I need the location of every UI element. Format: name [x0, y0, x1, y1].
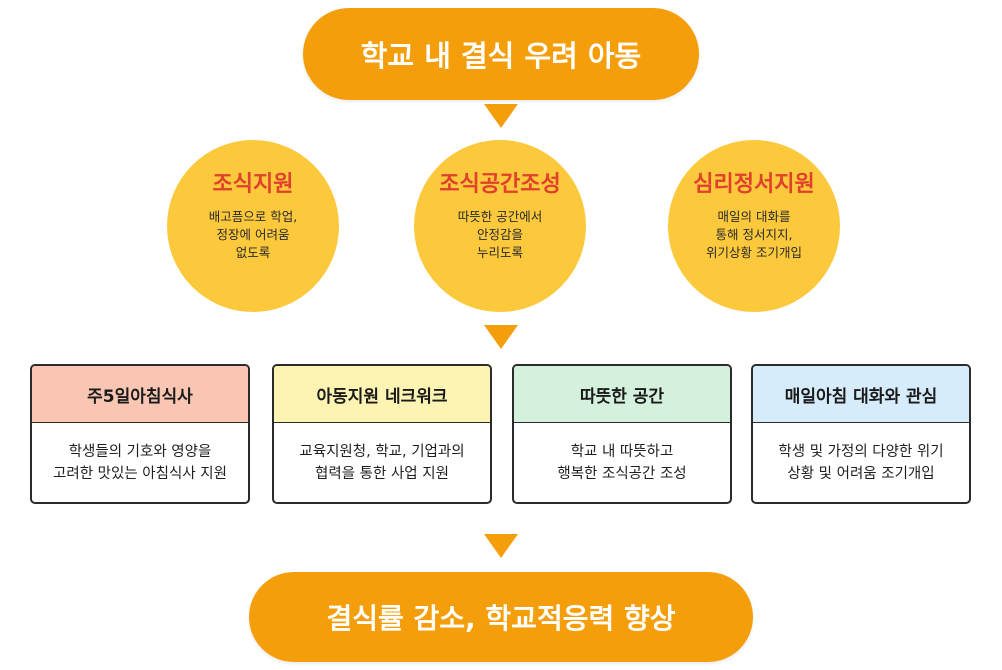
support-desc-line: 통해 정서지지,: [715, 227, 793, 242]
program-body: 학교 내 따뜻하고 행복한 조식공간 조성: [514, 423, 730, 502]
target-group-banner: 학교 내 결식 우려 아동: [303, 8, 699, 100]
down-arrow-icon: [484, 534, 518, 558]
program-body: 교육지원청, 학교, 기업과의 협력을 통한 사업 지원: [274, 423, 490, 502]
program-body: 학생 및 가정의 다양한 위기 상황 및 어려움 조기개입: [753, 423, 969, 502]
support-circle-breakfast: 조식지원 배고픔으로 학업, 정장에 어려움 없도록: [167, 140, 339, 312]
support-title: 심리정서지원: [693, 172, 815, 197]
outcome-label: 결식률 감소, 학교적응력 향상: [326, 602, 676, 635]
program-desc-line: 행복한 조식공간 조성: [557, 466, 687, 482]
support-title: 조식지원: [212, 172, 294, 197]
support-title: 조식공간조성: [439, 172, 561, 197]
program-title: 주5일아침식사: [32, 366, 248, 423]
support-circle-space: 조식공간조성 따뜻한 공간에서 안정감을 누리도록: [414, 140, 586, 312]
outcome-banner: 결식률 감소, 학교적응력 향상: [249, 572, 753, 662]
program-card-network: 아동지원 네크워크 교육지원청, 학교, 기업과의 협력을 통한 사업 지원: [272, 364, 492, 504]
program-card-warm-space: 따뜻한 공간 학교 내 따뜻하고 행복한 조식공간 조성: [512, 364, 732, 504]
program-card-breakfast: 주5일아침식사 학생들의 기호와 영양을 고려한 맛있는 아침식사 지원: [30, 364, 250, 504]
down-arrow-icon: [484, 104, 518, 128]
program-desc-line: 학생 및 가정의 다양한 위기: [778, 444, 944, 460]
support-desc-line: 배고픔으로 학업,: [208, 209, 298, 224]
program-card-daily-talk: 매일아침 대화와 관심 학생 및 가정의 다양한 위기 상황 및 어려움 조기개…: [751, 364, 971, 504]
support-desc-line: 없도록: [235, 245, 271, 260]
support-desc-line: 안정감을: [476, 227, 523, 242]
program-desc-line: 학생들의 기호와 영양을: [68, 444, 212, 460]
support-desc-line: 따뜻한 공간에서: [457, 209, 543, 224]
program-desc-line: 고려한 맛있는 아침식사 지원: [53, 466, 227, 482]
support-desc-line: 위기상황 조기개입: [706, 245, 802, 260]
program-title: 매일아침 대화와 관심: [753, 366, 969, 423]
program-desc-line: 상황 및 어려움 조기개입: [787, 466, 935, 482]
program-title: 아동지원 네크워크: [274, 366, 490, 423]
program-body: 학생들의 기호와 영양을 고려한 맛있는 아침식사 지원: [32, 423, 248, 502]
program-title: 따뜻한 공간: [514, 366, 730, 423]
program-desc-line: 협력을 통한 사업 지원: [315, 466, 449, 482]
down-arrow-icon: [484, 325, 518, 349]
target-group-label: 학교 내 결식 우려 아동: [360, 39, 642, 73]
program-desc-line: 학교 내 따뜻하고: [570, 444, 674, 460]
program-desc-line: 교육지원청, 학교, 기업과의: [299, 444, 465, 460]
support-desc-line: 매일의 대화를: [717, 209, 791, 224]
support-desc-line: 누리도록: [476, 245, 523, 260]
support-circle-emotional: 심리정서지원 매일의 대화를 통해 정서지지, 위기상황 조기개입: [668, 140, 840, 312]
support-desc-line: 정장에 어려움: [216, 227, 290, 242]
